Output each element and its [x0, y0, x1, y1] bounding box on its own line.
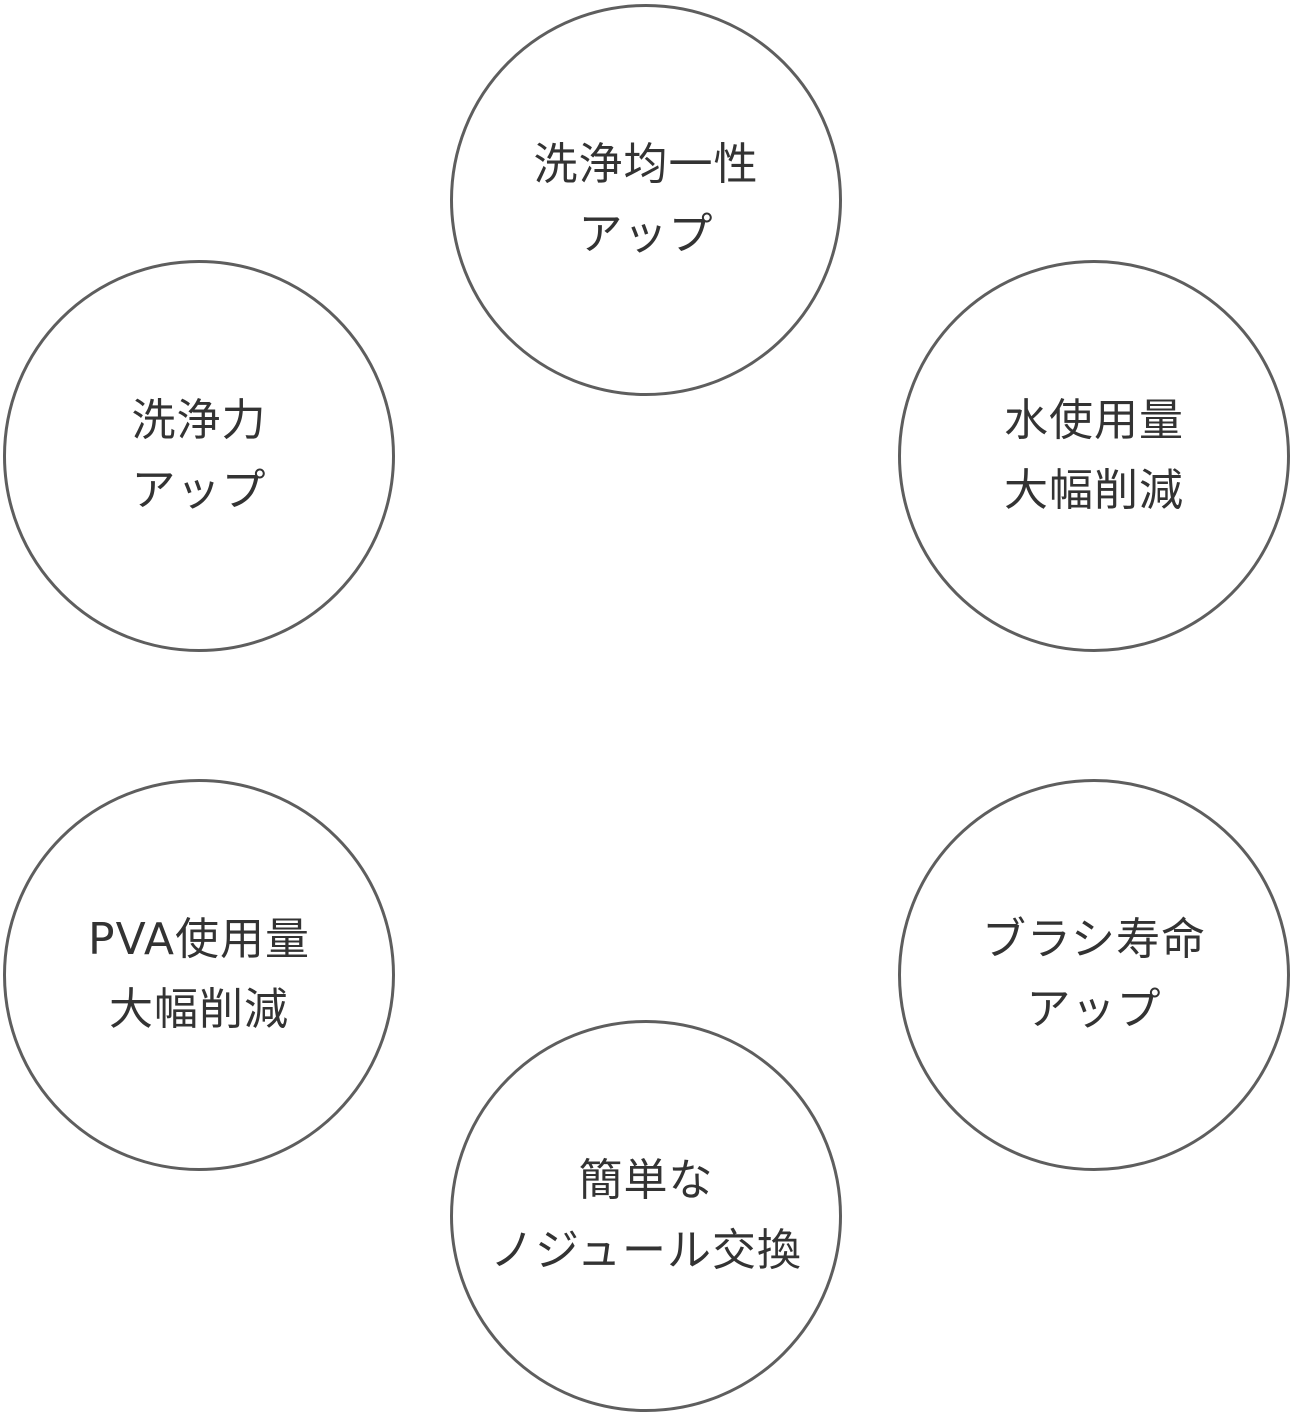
benefit-label-line1: 洗浄均一性: [533, 139, 759, 190]
benefit-label-line2: アップ: [131, 465, 267, 516]
benefit-circle-nodule-exchange: 簡単な ノジュール交換: [450, 1020, 842, 1412]
benefit-label-line2: アップ: [1026, 984, 1162, 1035]
benefit-circle-cleaning-power: 洗浄力 アップ: [3, 260, 395, 652]
benefit-circle-water-usage: 水使用量 大幅削減: [898, 260, 1290, 652]
benefit-circle-cleaning-uniformity: 洗浄均一性 アップ: [450, 4, 842, 396]
benefit-label-line2: 大幅削減: [109, 984, 289, 1035]
benefit-label-line1: 水使用量: [1004, 395, 1184, 446]
benefit-label-line2: アップ: [578, 209, 714, 260]
benefit-circle-pva-usage: PVA使用量 大幅削減: [3, 779, 395, 1171]
benefit-label-line1: 簡単な: [578, 1155, 714, 1206]
benefit-label-line1: 洗浄力: [131, 395, 267, 446]
benefit-circle-brush-life: ブラシ寿命 アップ: [898, 779, 1290, 1171]
benefit-label-line1: PVA使用量: [88, 914, 310, 965]
benefit-label-line1: ブラシ寿命: [981, 914, 1207, 965]
benefit-label-line2: ノジュール交換: [490, 1225, 802, 1276]
benefit-label-line2: 大幅削減: [1004, 465, 1184, 516]
